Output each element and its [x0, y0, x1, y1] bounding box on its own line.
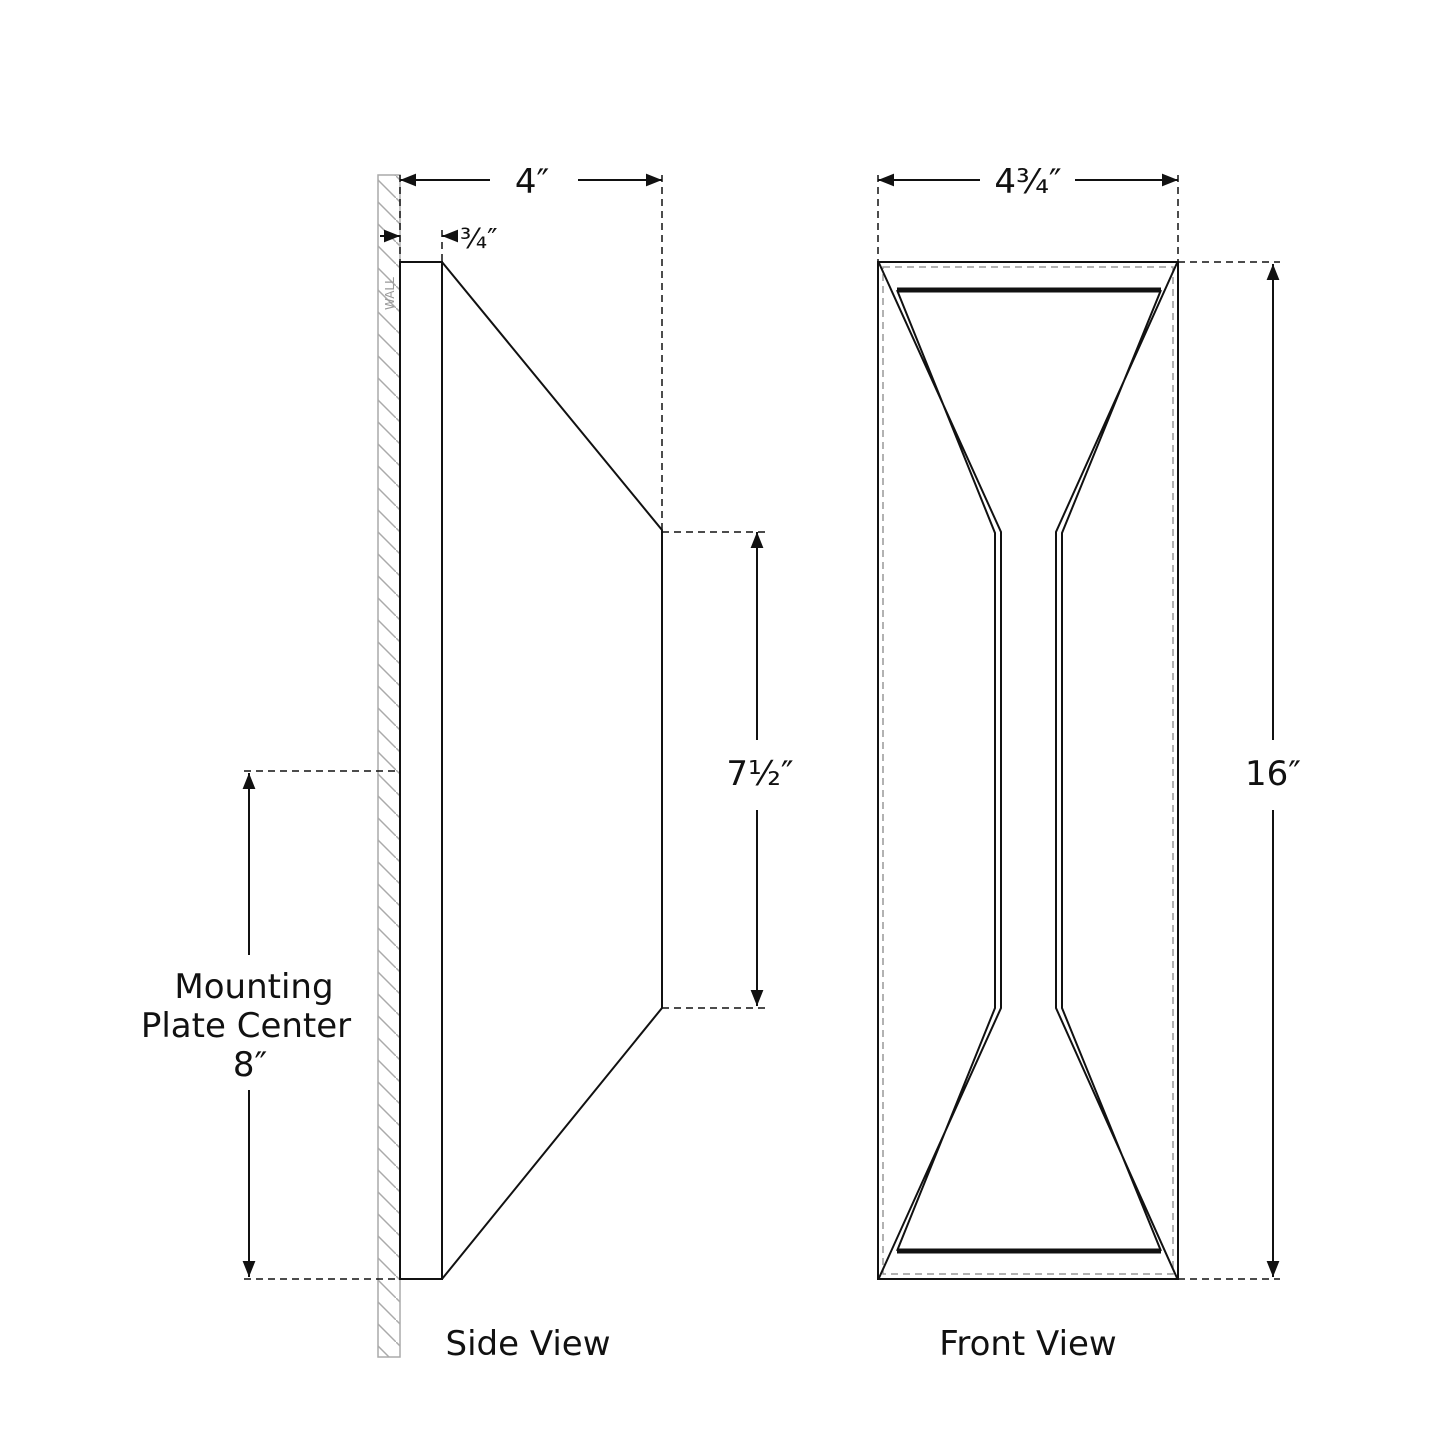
width-dimension: 4¾″: [994, 162, 1061, 202]
plate-depth-dimension: ¾″: [460, 222, 498, 255]
wall-hatch: [377, 174, 401, 1358]
right-shade-edge: [1055, 262, 1178, 1279]
mounting-label-line2: Plate Center: [141, 1006, 351, 1046]
wall-label: WALL: [383, 277, 397, 310]
front-view-label: Front View: [939, 1324, 1117, 1364]
left-shade-edge: [878, 262, 1002, 1279]
depth-dimension: 4″: [515, 162, 549, 202]
backplate-hidden-outline: [882, 266, 1174, 1275]
mounting-plate: [399, 261, 443, 1280]
height-dimension: 16″: [1245, 754, 1301, 794]
side-view-label: Side View: [445, 1324, 610, 1364]
front-view: 4¾″ 16″ Front View: [877, 162, 1301, 1364]
mounting-label-line1: Mounting: [174, 967, 333, 1007]
front-height-dimension: 7½″: [726, 754, 793, 794]
fixture-body: [441, 261, 663, 1280]
fixture-outline: [877, 261, 1179, 1280]
side-view: WALL 4″ ¾″ 7½″ Mounting Plate Center 8″ …: [141, 162, 794, 1364]
mounting-value: 8″: [233, 1045, 267, 1085]
